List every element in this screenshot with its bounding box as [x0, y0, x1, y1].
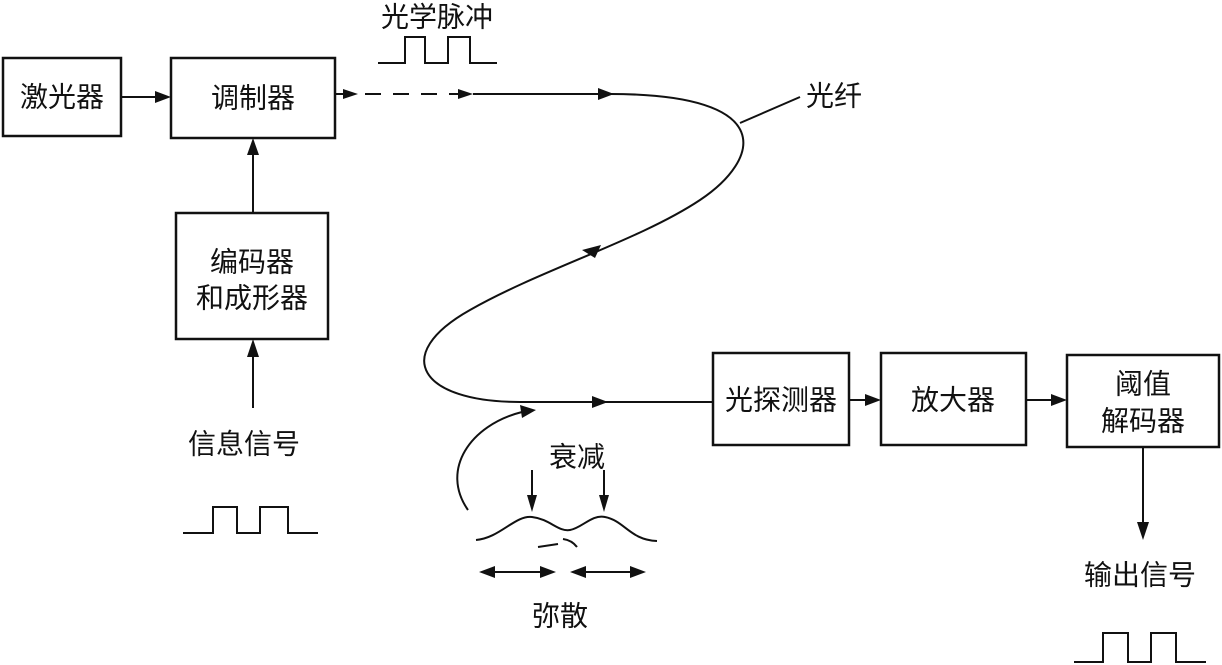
dispersed-pulse-curve: [475, 515, 658, 548]
attenuation-arrows: [527, 470, 609, 512]
threshold-decoder-block: 阈值 解码器: [1065, 353, 1221, 449]
decoder-label-line2: 解码器: [1101, 405, 1185, 438]
dispersion-width-arrows: [479, 566, 646, 578]
optical-pulse-waveform: [378, 36, 497, 64]
encoder-label-line1: 编码器: [210, 246, 294, 279]
amplifier-to-decoder-arrow: [1026, 394, 1067, 406]
detector-to-amplifier-arrow: [849, 394, 881, 406]
fiber-label-leader: [739, 96, 801, 124]
decoder-output-arrow: [1137, 447, 1149, 540]
photodetector-block: 光探测器: [711, 351, 851, 447]
decoder-label-line1: 阈值: [1115, 368, 1171, 401]
photodetector-label: 光探测器: [725, 384, 837, 417]
info-signal-label: 信息信号: [188, 428, 300, 461]
dispersion-label: 弥散: [532, 600, 588, 633]
encoder-label-line2: 和成形器: [196, 282, 308, 315]
modulator-label: 调制器: [211, 82, 295, 115]
output-signal-waveform: [1074, 632, 1206, 663]
fiber-label: 光纤: [806, 80, 862, 113]
amplifier-label: 放大器: [911, 384, 995, 417]
attenuation-label: 衰减: [549, 441, 605, 474]
optical-pulse-label: 光学脉冲: [381, 1, 493, 34]
info-signal-to-encoder-arrow: [247, 339, 259, 408]
encoder-to-modulator-arrow: [247, 138, 259, 213]
laser-block: 激光器: [1, 56, 123, 138]
output-signal-label: 输出信号: [1084, 559, 1196, 592]
optical-fiber-path: [423, 88, 745, 408]
laser-label: 激光器: [20, 81, 104, 114]
amplifier-block: 放大器: [879, 351, 1028, 447]
encoder-shaper-block: 编码器 和成形器: [174, 211, 330, 341]
info-signal-waveform: [183, 506, 318, 534]
modulator-output-dashed-arrow: [335, 89, 473, 99]
laser-to-modulator-arrow: [121, 91, 171, 103]
curved-arrow-indicator: [456, 405, 536, 511]
modulator-block: 调制器: [169, 56, 337, 140]
